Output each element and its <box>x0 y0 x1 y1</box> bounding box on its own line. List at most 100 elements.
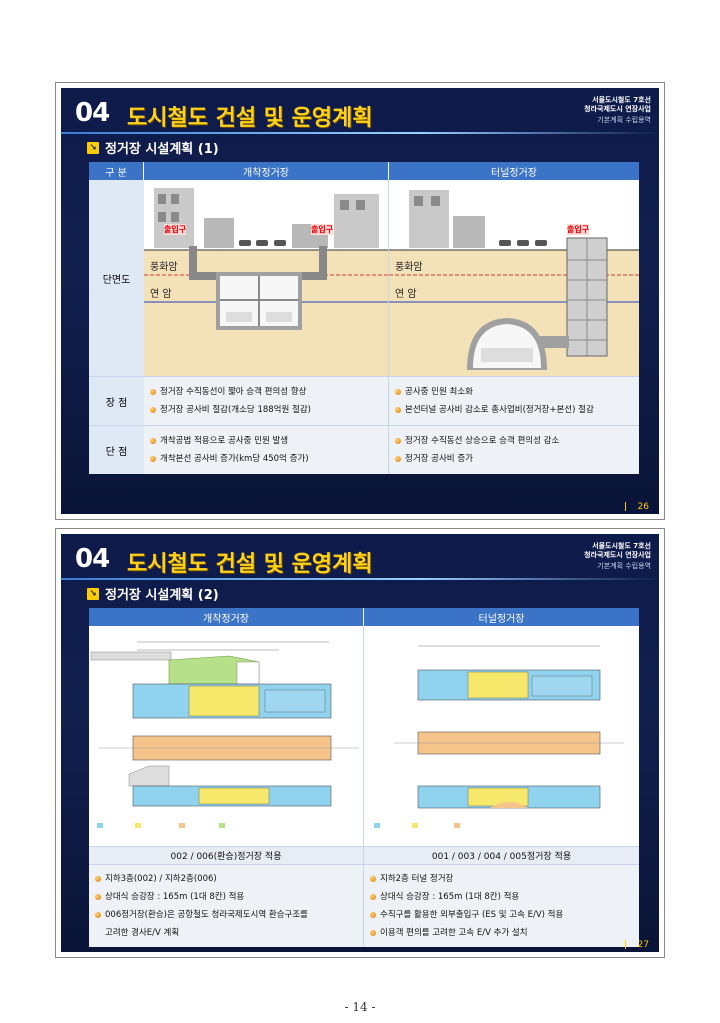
adv-tunnel-2: 본선터널 공사비 감소로 총사업비(정거장+본선) 절감 <box>405 405 594 415</box>
bullet-icon <box>95 912 101 918</box>
caption-row: 002 / 006(환승)정거장 적용 001 / 003 / 004 / 00… <box>89 846 639 864</box>
bullet-icon <box>370 894 376 900</box>
slide-27-frame: 04 도시철도 건설 및 운영계획 서울도시철도 7호선 청라국제도시 연장사업… <box>55 528 665 958</box>
tunnel-plan-svg <box>374 645 624 828</box>
arrow-box-icon: ↘ <box>87 141 99 154</box>
subtitle-text: 정거장 시설계획 (2) <box>105 588 219 603</box>
disadv-tunnel-cell: 정거장 수직동선 상승으로 승객 편의성 감소 정거장 공사비 증가 <box>389 425 639 474</box>
project-sub: 기본계획 수립용역 <box>597 116 651 124</box>
disadv-tunnel-1: 정거장 수직동선 상승으로 승객 편의성 감소 <box>405 436 560 446</box>
open-cut-svg <box>144 180 388 376</box>
slide-26-frame: 04 도시철도 건설 및 운영계획 서울도시철도 7호선 청라국제도시 연장사업… <box>55 82 665 520</box>
list-item: 수직구를 활용한 외부출입구 (ES 및 고속 E/V) 적용 <box>370 906 633 924</box>
soft-rock-label: 연 암 <box>150 289 172 300</box>
soft-rock-label-2: 연 암 <box>395 289 417 300</box>
adv-tunnel-1: 공사중 민원 최소화 <box>405 387 473 397</box>
notes-row: 지하3층(002) / 지하2층(006) 상대식 승강장 : 165m (1대… <box>89 864 639 947</box>
entrance-label-right: 출입구 <box>311 224 334 235</box>
list-item: 지하2층 터널 정거장 <box>370 870 633 888</box>
page-number: 27 <box>624 940 649 950</box>
note-left-2: 상대식 승강장 : 165m (1대 8칸) 적용 <box>105 892 245 902</box>
list-item: 이용객 편의를 고려한 고속 E/V 추가 설치 <box>370 924 633 942</box>
open-cut-plan-drawing <box>89 626 364 846</box>
bullet-icon <box>395 456 401 462</box>
station-plan-table: 개착정거장 터널정거장 <box>89 608 639 947</box>
list-item: 공사중 민원 최소화 <box>395 383 633 401</box>
bullet-icon <box>95 876 101 882</box>
advantages-row: 장 점 정거장 수직동선이 짧아 승객 편의성 향상 정거장 공사비 절감(개소… <box>89 376 639 425</box>
slide-header: 04 도시철도 건설 및 운영계획 서울도시철도 7호선 청라국제도시 연장사업… <box>61 534 659 582</box>
subtitle: ↘ 정거장 시설계획 (2) <box>87 584 219 603</box>
disadv-open-1: 개착공법 적용으로 공사중 민원 발생 <box>160 436 289 446</box>
entrance-label-tunnel: 출입구 <box>567 224 590 235</box>
station-comparison-table: 구 분 개착정거장 터널정거장 단면도 <box>89 162 639 474</box>
bullet-icon <box>150 438 156 444</box>
section-title: 도시철도 건설 및 운영계획 <box>127 106 373 131</box>
open-cut-section-diagram: 출입구 출입구 풍화암 연 암 <box>144 180 389 376</box>
list-item: 본선터널 공사비 감소로 총사업비(정거장+본선) 절감 <box>395 401 633 419</box>
notes-open-cut: 지하3층(002) / 지하2층(006) 상대식 승강장 : 165m (1대… <box>89 865 364 947</box>
project-line1: 서울도시철도 7호선 <box>592 542 651 550</box>
list-item: 006정거장(환승)은 공항철도 청라국제도시역 환승구조를 <box>95 906 357 924</box>
bullet-icon <box>395 438 401 444</box>
bullet-icon <box>395 407 401 413</box>
subtitle: ↘ 정거장 시설계획 (1) <box>87 138 219 157</box>
list-item: 정거장 공사비 증가 <box>395 450 633 468</box>
adv-open-1: 정거장 수직동선이 짧아 승객 편의성 향상 <box>160 387 307 397</box>
header-tunnel: 터널정거장 <box>389 162 639 180</box>
disadvantages-row: 단 점 개착공법 적용으로 공사중 민원 발생 개착본선 공사비 증가(km당 … <box>89 425 639 474</box>
notes-tunnel: 지하2층 터널 정거장 상대식 승강장 : 165m (1대 8칸) 적용 수직… <box>364 865 639 947</box>
project-line1: 서울도시철도 7호선 <box>592 96 651 104</box>
bullet-icon <box>95 894 101 900</box>
adv-tunnel-cell: 공사중 민원 최소화 본선터널 공사비 감소로 총사업비(정거장+본선) 절감 <box>389 376 639 425</box>
arrow-box-icon: ↘ <box>87 587 99 600</box>
project-info: 서울도시철도 7호선 청라국제도시 연장사업 기본계획 수립용역 <box>584 542 651 571</box>
slide-27: 04 도시철도 건설 및 운영계획 서울도시철도 7호선 청라국제도시 연장사업… <box>61 534 659 952</box>
note-right-2: 상대식 승강장 : 165m (1대 8칸) 적용 <box>380 892 520 902</box>
header-open-cut: 개착정거장 <box>144 162 389 180</box>
note-right-1: 지하2층 터널 정거장 <box>380 874 454 884</box>
caption-tunnel: 001 / 003 / 004 / 005정거장 적용 <box>364 846 639 864</box>
header-divider <box>61 578 659 580</box>
list-item: 정거장 공사비 절감(개소당 188억원 절감) <box>150 401 382 419</box>
slide-26: 04 도시철도 건설 및 운영계획 서울도시철도 7호선 청라국제도시 연장사업… <box>61 88 659 514</box>
adv-open-2: 정거장 공사비 절감(개소당 188억원 절감) <box>160 405 311 415</box>
list-item: 개착본선 공사비 증가(km당 450억 증가) <box>150 450 382 468</box>
project-line2: 청라국제도시 연장사업 <box>584 105 651 113</box>
bullet-icon <box>370 912 376 918</box>
plan-drawings <box>89 626 639 846</box>
entrance-label-left: 출입구 <box>164 224 187 235</box>
note-left-3: 006정거장(환승)은 공항철도 청라국제도시역 환승구조를 <box>105 910 309 920</box>
list-item: 정거장 수직동선 상승으로 승객 편의성 감소 <box>395 432 633 450</box>
row-label-disadv: 단 점 <box>89 425 144 474</box>
bullet-icon <box>150 389 156 395</box>
project-sub: 기본계획 수립용역 <box>597 562 651 570</box>
section-title: 도시철도 건설 및 운영계획 <box>127 552 373 577</box>
adv-open-cell: 정거장 수직동선이 짧아 승객 편의성 향상 정거장 공사비 절감(개소당 18… <box>144 376 389 425</box>
note-right-4: 이용객 편의를 고려한 고속 E/V 추가 설치 <box>380 928 528 938</box>
header-tunnel: 터널정거장 <box>364 608 639 626</box>
list-item: 정거장 수직동선이 짧아 승객 편의성 향상 <box>150 383 382 401</box>
bullet-icon <box>370 930 376 936</box>
table-header-row: 개착정거장 터널정거장 <box>89 608 639 626</box>
section-number: 04 <box>75 544 110 574</box>
table-header-row: 구 분 개착정거장 터널정거장 <box>89 162 639 180</box>
header-category: 구 분 <box>89 162 144 180</box>
project-info: 서울도시철도 7호선 청라국제도시 연장사업 기본계획 수립용역 <box>584 96 651 125</box>
row-label-section: 단면도 <box>89 180 144 376</box>
tunnel-plan-drawing <box>364 626 639 846</box>
list-item: 지하3층(002) / 지하2층(006) <box>95 870 357 888</box>
weathered-rock-label-2: 풍화암 <box>395 262 423 273</box>
note-right-3: 수직구를 활용한 외부출입구 (ES 및 고속 E/V) 적용 <box>380 910 564 920</box>
tunnel-section-diagram: 출입구 풍화암 연 암 <box>389 180 639 376</box>
document-page-footer: - 14 - <box>344 1000 376 1014</box>
note-left-4: 고려한 경사E/V 계획 <box>105 928 180 938</box>
header-divider <box>61 132 659 134</box>
note-left-1: 지하3층(002) / 지하2층(006) <box>105 874 217 884</box>
slide-header: 04 도시철도 건설 및 운영계획 서울도시철도 7호선 청라국제도시 연장사업… <box>61 88 659 136</box>
header-open-cut: 개착정거장 <box>89 608 364 626</box>
page-number: 26 <box>624 502 649 512</box>
disadv-tunnel-2: 정거장 공사비 증가 <box>405 454 473 464</box>
caption-open-cut: 002 / 006(환승)정거장 적용 <box>89 846 364 864</box>
section-row: 단면도 <box>89 180 639 376</box>
